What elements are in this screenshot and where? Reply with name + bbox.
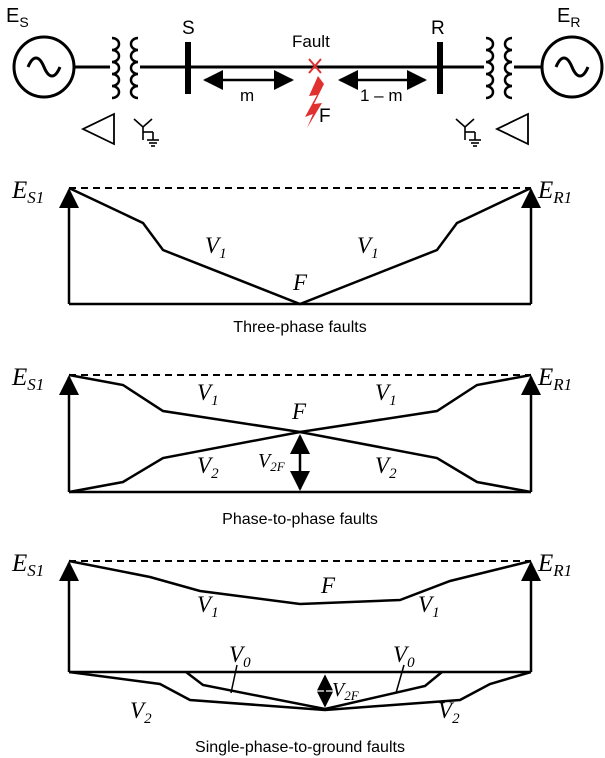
v2-left-label: V2: [130, 698, 152, 727]
v1-right-label: V1: [418, 592, 440, 621]
v2-left-label: V2: [197, 453, 219, 482]
one-line-diagram: ES ER S R Fault: [6, 5, 604, 147]
m-label: m: [240, 86, 254, 105]
lightning-bolt-icon: [305, 76, 324, 128]
positive-sequence-curve: [68, 186, 532, 306]
negative-sequence-curve: [68, 670, 532, 712]
es1-label: ES1: [11, 550, 44, 580]
v0-right-label: V0: [393, 642, 415, 671]
v1-right-label: V1: [375, 380, 397, 409]
panel-caption: Single-phase-to-ground faults: [195, 739, 405, 756]
fault-point-label: F: [291, 399, 307, 424]
v1-left-label: V1: [197, 380, 219, 409]
wye-grounded-s-icon: [133, 118, 159, 147]
es1-label: ES1: [11, 177, 44, 207]
v2f-label: V2F: [258, 450, 286, 474]
v1-left-label: V1: [197, 592, 219, 621]
v2f-label: V2F: [332, 679, 360, 703]
source-s-label: ES: [6, 5, 29, 30]
panel-caption: Three-phase faults: [233, 319, 366, 336]
v1-right-label: V1: [357, 233, 379, 262]
bus-s-label: S: [182, 18, 195, 39]
v0-left-leader: [230, 664, 238, 694]
panel-caption: Phase-to-phase faults: [222, 511, 378, 528]
wye-grounded-r-icon: [455, 118, 481, 147]
positive-sequence-curve: [68, 559, 532, 606]
panel-three-phase: ES1 ER1 V1 V1 F Three-phase faults: [11, 177, 572, 336]
fault-label: Fault: [292, 32, 330, 51]
panel-phase-to-phase: ES1 ER1 V1 V1 F V2 V2 V2F Phase-to-phase…: [11, 364, 572, 528]
one-minus-m-label: 1 – m: [360, 86, 403, 105]
fault-x-icon: [308, 58, 322, 74]
er1-label: ER1: [537, 177, 572, 207]
transformer-r-icon: [484, 36, 514, 100]
transformer-s-icon: [110, 36, 140, 100]
fault-point-label: F: [319, 106, 331, 127]
er1-label: ER1: [537, 364, 572, 394]
fault-point-label: F: [292, 270, 308, 295]
panel-single-phase-to-ground: ES1 ER1 F V1 V1 V0 V0 V2F V2 V2 Single-p…: [11, 550, 572, 756]
v0-right-leader: [395, 664, 405, 694]
es1-label: ES1: [11, 364, 44, 394]
v2-right-label: V2: [375, 453, 397, 482]
v0-left-label: V0: [229, 642, 251, 671]
v2-right-label: V2: [438, 698, 460, 727]
delta-r-icon: [494, 112, 529, 146]
delta-s-icon: [80, 112, 115, 146]
er1-label: ER1: [537, 550, 572, 580]
bus-r-label: R: [431, 18, 445, 39]
v1-left-label: V1: [205, 233, 227, 262]
source-r-label: ER: [557, 5, 580, 30]
generator-s-icon: [12, 35, 76, 99]
negative-sequence-curve: [68, 430, 532, 494]
fault-point-label: F: [320, 573, 336, 598]
generator-r-icon: [540, 35, 604, 99]
